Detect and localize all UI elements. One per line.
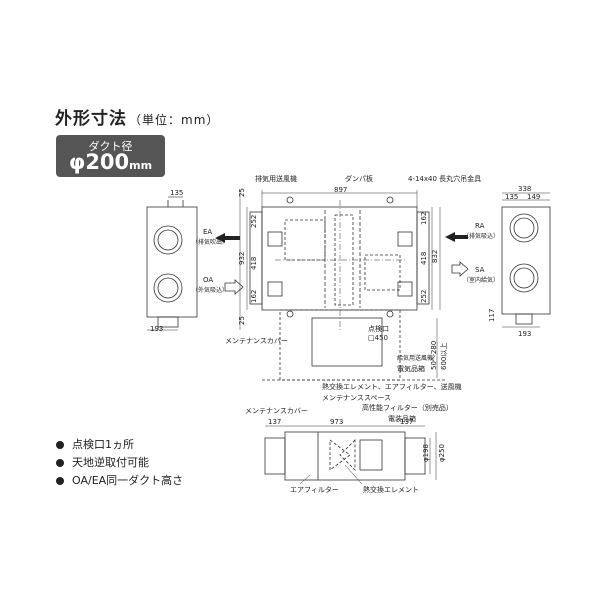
feature-text: OA/EA同一ダクト高さ <box>72 474 184 487</box>
dim-137-b: 137 <box>400 418 413 426</box>
label-ea-sub: （排気吹出） <box>192 238 228 246</box>
label-insp: 点検口 <box>368 324 389 333</box>
label-hepa: 高性能フィルター（別売品） <box>362 403 453 412</box>
right-duct-ra-outer <box>509 213 539 243</box>
page-title: 外形寸法（単位：mm） <box>55 104 219 129</box>
feature-item: OA/EA同一ダクト高さ <box>56 472 183 490</box>
label-maint-cover: メンテナンスカバー <box>225 337 288 345</box>
sa-arrow <box>451 261 469 277</box>
label-electric: 電気品箱 <box>397 364 425 373</box>
badge-value-unit: mm <box>129 159 153 172</box>
dim-25-top: 25 <box>238 188 246 197</box>
left-side-body <box>146 206 198 318</box>
dim-space-600: 600以上 <box>439 343 448 370</box>
right-duct-sa-outer <box>509 263 539 293</box>
dim-932: 932 <box>238 252 246 265</box>
left-foot <box>157 316 179 328</box>
dim-162-b: 162 <box>420 212 428 225</box>
dim-space-50: 50〜280 <box>430 341 438 370</box>
inspection-port <box>311 317 383 367</box>
duct-diameter-badge: ダクト径 φ200mm <box>56 135 165 177</box>
feature-item: 天地逆取付可能 <box>56 454 183 472</box>
dim-832: 832 <box>431 250 439 263</box>
main-right-flange <box>416 211 430 305</box>
label-sa: SA <box>475 266 485 274</box>
label-fan-exhaust: 排気用送風機 <box>255 174 297 183</box>
dim-135-left: 135 <box>170 189 183 197</box>
label-maint-space-1: 熱交換エレメント、エアフィルター、送風機 <box>322 382 462 391</box>
exhaust-fan-box <box>284 219 326 261</box>
feature-text: 天地逆取付可能 <box>72 456 149 469</box>
dim-162-a: 162 <box>250 290 258 303</box>
dim-418-b: 418 <box>420 252 428 265</box>
dim-897: 897 <box>334 186 347 194</box>
label-ra: RA <box>475 222 485 230</box>
label-damper: ダンパ板 <box>345 174 373 183</box>
dim-149: 149 <box>527 193 540 201</box>
label-electric-2: 電装品箱 <box>388 414 416 423</box>
dim-198: φ198 <box>422 444 430 462</box>
supply-fan-box <box>364 254 401 291</box>
label-hx-element: 熱交換エレメント <box>363 485 419 494</box>
dim-252-a: 252 <box>250 215 258 228</box>
label-air-filter: エアフィルター <box>290 485 339 494</box>
ea-arrow <box>215 233 240 243</box>
dim-137-a: 137 <box>268 418 281 426</box>
unit-text: （単位：mm） <box>129 113 220 127</box>
label-ra-sub: （排気吸込） <box>463 232 499 240</box>
feature-item: 点検口1ヵ所 <box>56 436 183 454</box>
label-oa: OA <box>203 276 213 284</box>
bullet-icon <box>56 441 64 449</box>
dim-418-a: 418 <box>250 257 258 270</box>
left-duct-ea-outer <box>153 225 183 255</box>
label-maint-cover-2: メンテナンスカバー <box>245 407 308 415</box>
ra-arrow <box>445 232 468 242</box>
dim-252-b: 252 <box>420 290 428 303</box>
left-duct-oa-inner <box>157 277 179 299</box>
label-sa-sub: （室内給気） <box>463 276 499 284</box>
label-oa-sub: （外気吸込） <box>192 286 228 294</box>
dim-973: 973 <box>330 418 343 426</box>
badge-value: φ200mm <box>56 150 165 174</box>
dim-25-bot: 25 <box>238 316 246 325</box>
dim-135-right: 135 <box>505 193 518 201</box>
label-hanger: 4-14x40 長丸穴吊金具 <box>408 174 481 183</box>
label-maint-space-2: メンテナンススペース <box>322 394 391 402</box>
label-ea: EA <box>203 228 212 236</box>
left-duct-ea-inner <box>157 229 179 251</box>
right-duct-ra-inner <box>513 217 535 239</box>
dim-338: 338 <box>518 185 531 193</box>
dim-117: 117 <box>488 309 496 322</box>
dim-250: φ250 <box>438 444 446 462</box>
right-duct-sa-inner <box>513 267 535 289</box>
title-text: 外形寸法 <box>55 109 127 129</box>
badge-label: ダクト径 <box>88 140 133 153</box>
left-duct-oa-outer <box>153 273 183 303</box>
dim-193-right: 193 <box>518 330 531 338</box>
bullet-icon <box>56 459 64 467</box>
right-side-body <box>501 206 551 315</box>
main-left-flange <box>249 211 263 305</box>
label-fan-supply: 給気用送風機 <box>397 354 433 362</box>
dim-193-left: 193 <box>150 325 163 333</box>
front-body <box>284 431 406 481</box>
label-insp-size: □450 <box>368 334 388 342</box>
bullet-icon <box>56 477 64 485</box>
feature-list: 点検口1ヵ所 天地逆取付可能 OA/EA同一ダクト高さ <box>56 436 183 490</box>
oa-arrow <box>224 279 244 295</box>
badge-value-number: φ200 <box>68 150 130 174</box>
feature-text: 点検口1ヵ所 <box>72 438 134 451</box>
